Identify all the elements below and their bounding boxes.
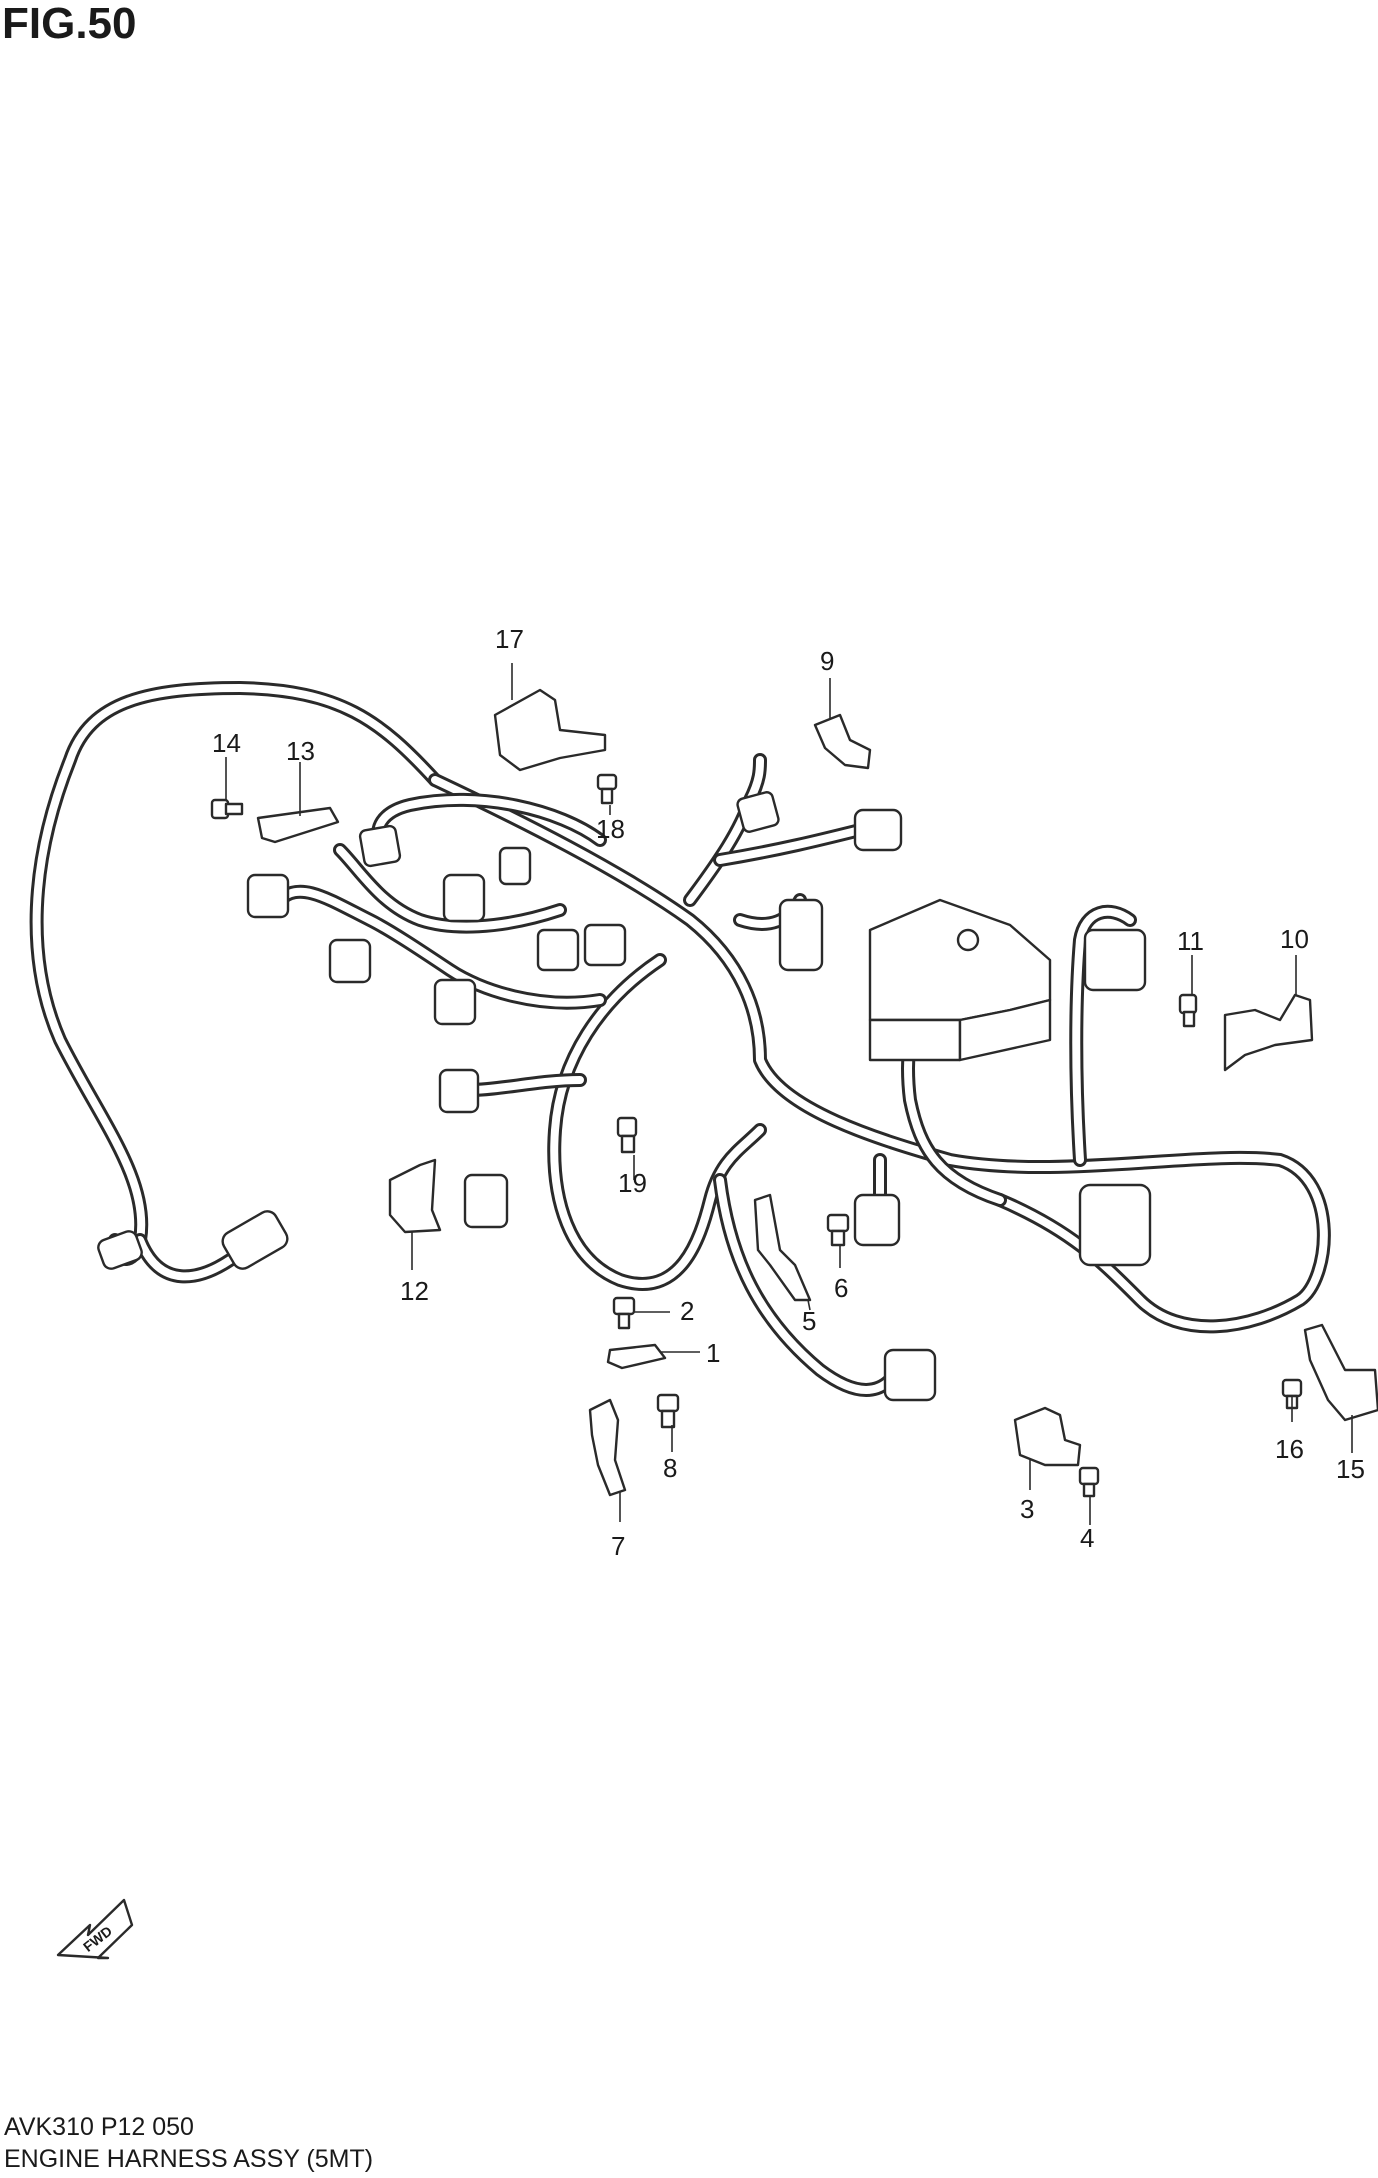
callout-15: 15 — [1336, 1454, 1365, 1484]
callout-14: 14 — [212, 728, 241, 758]
callout-3: 3 — [1020, 1494, 1034, 1524]
harness-bundle — [29, 681, 1331, 1397]
callout-18: 18 — [596, 814, 625, 844]
callout-17: 17 — [495, 624, 524, 654]
callout-12: 12 — [400, 1276, 429, 1306]
callout-labels: 17 9 14 13 18 11 10 19 12 2 1 8 7 5 6 3 … — [212, 624, 1365, 1561]
callout-9: 9 — [820, 646, 834, 676]
brackets-and-bolts — [210, 688, 1378, 1498]
callout-16: 16 — [1275, 1434, 1304, 1464]
callout-5: 5 — [802, 1306, 816, 1336]
fwd-arrow-icon: FWD — [56, 1898, 134, 1960]
figure-code: AVK310 P12 050 — [4, 2113, 194, 2141]
callout-13: 13 — [286, 736, 315, 766]
callout-8: 8 — [663, 1453, 677, 1483]
callout-1: 1 — [706, 1338, 720, 1368]
callout-6: 6 — [834, 1273, 848, 1303]
callout-7: 7 — [611, 1531, 625, 1561]
harness-connectors — [97, 791, 1152, 1402]
callout-11: 11 — [1177, 926, 1204, 956]
leader-lines — [225, 663, 1353, 1525]
figure-caption: ENGINE HARNESS ASSY (5MT) — [4, 2145, 374, 2173]
callout-2: 2 — [680, 1296, 694, 1326]
callout-4: 4 — [1080, 1523, 1094, 1553]
callout-10: 10 — [1280, 924, 1309, 954]
figure-title: FIG.50 — [2, 0, 137, 48]
callout-19: 19 — [618, 1168, 647, 1198]
